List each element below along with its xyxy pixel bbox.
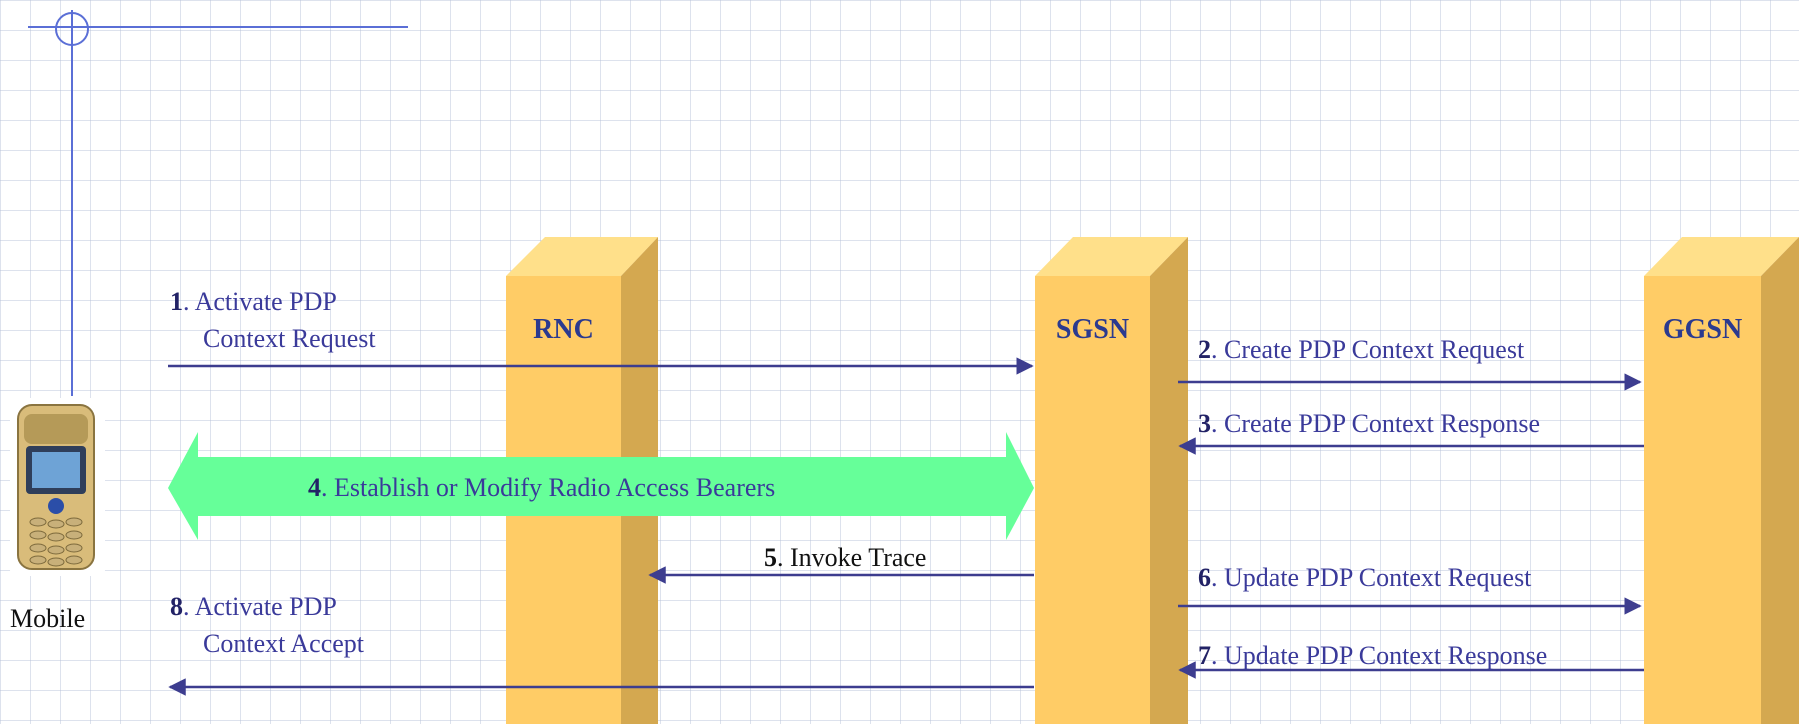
message-2-text: . Create PDP Context Request: [1211, 335, 1525, 364]
decor-top-line: [28, 26, 408, 28]
message-8-line2: Context Accept: [203, 629, 365, 658]
message-7-text: . Update PDP Context Response: [1211, 641, 1548, 670]
arrow-4-bearer: [168, 432, 1034, 540]
message-2-label: 2. Create PDP Context Request: [1198, 331, 1524, 368]
ggsn-node: [1644, 237, 1799, 724]
message-7-label: 7. Update PDP Context Response: [1198, 637, 1547, 674]
mobile-label: Mobile: [10, 604, 86, 633]
message-8-number: 8: [170, 592, 183, 621]
message-3-number: 3: [1198, 409, 1211, 438]
message-3-text: . Create PDP Context Response: [1211, 409, 1541, 438]
rnc-label: RNC: [533, 314, 594, 345]
message-4-label: 4. Establish or Modify Radio Access Bear…: [308, 469, 775, 506]
message-5-text: . Invoke Trace: [777, 543, 927, 572]
message-1-line2: Context Request: [203, 324, 376, 353]
message-3-label: 3. Create PDP Context Response: [1198, 405, 1540, 442]
message-8-label: 8. Activate PDP Context Accept: [170, 588, 364, 662]
message-1-label: 1. Activate PDP Context Request: [170, 283, 376, 357]
message-7-number: 7: [1198, 641, 1211, 670]
message-5-number: 5: [764, 543, 777, 572]
decor-left-line: [71, 10, 73, 396]
mobile-phone-image: [10, 398, 105, 576]
message-6-number: 6: [1198, 563, 1211, 592]
sgsn-label: SGSN: [1055, 314, 1130, 345]
message-5-label: 5. Invoke Trace: [764, 539, 926, 576]
message-6-label: 6. Update PDP Context Request: [1198, 559, 1531, 596]
message-1-line1: . Activate PDP: [183, 287, 337, 316]
message-4-number: 4: [308, 473, 321, 502]
sgsn-node: [1035, 237, 1188, 724]
ggsn-label: GGSN: [1662, 314, 1743, 345]
message-1-number: 1: [170, 287, 183, 316]
decor-circle: [55, 12, 89, 46]
message-4-text: . Establish or Modify Radio Access Beare…: [321, 473, 776, 502]
message-6-text: . Update PDP Context Request: [1211, 563, 1532, 592]
message-2-number: 2: [1198, 335, 1211, 364]
message-8-line1: . Activate PDP: [183, 592, 337, 621]
